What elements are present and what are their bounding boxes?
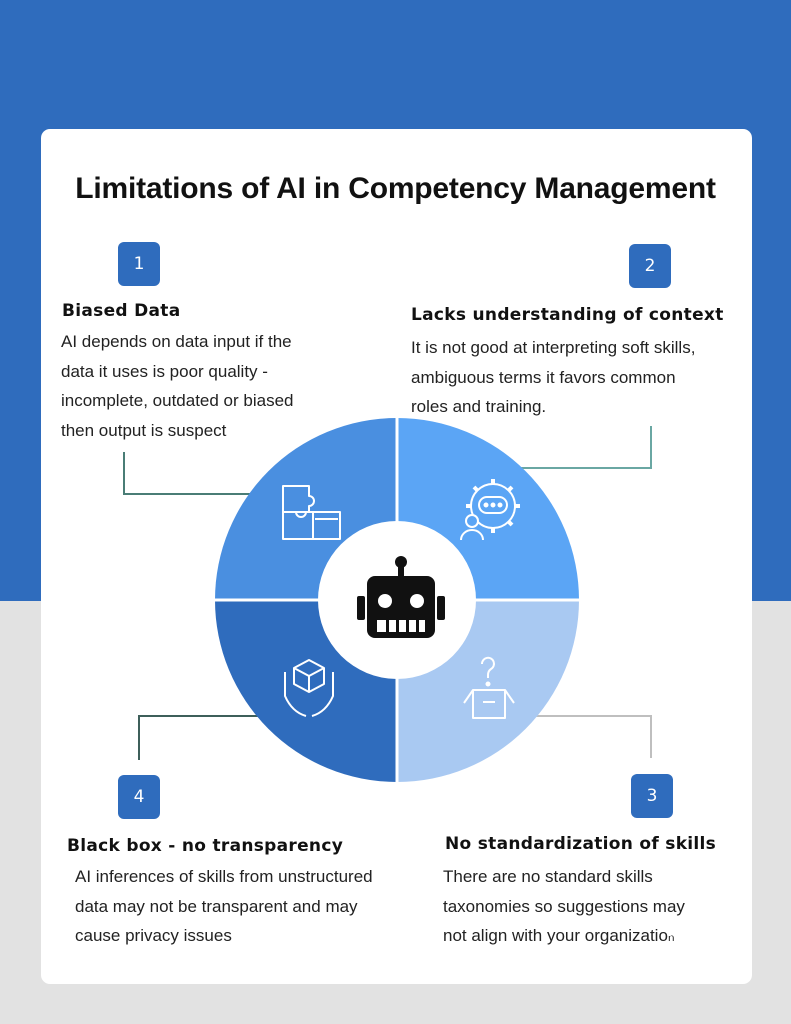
item-heading-3: No standardization of skills — [445, 834, 717, 854]
item-body-4-line: AI inferences of skills from unstructure… — [75, 867, 373, 886]
item-body-1-line: AI depends on data input if the — [61, 332, 292, 351]
connector-line-3 — [520, 715, 652, 758]
item-body-4-line: data may not be transparent and may — [75, 896, 358, 916]
item-body-2-line: It is not good at interpreting soft skil… — [411, 338, 696, 357]
item-body-3-line: There are no standard skills — [443, 867, 653, 886]
connector-line-1 — [123, 452, 256, 495]
item-body-2-line: ambiguous terms it favors common — [411, 367, 676, 387]
item-heading-1: Biased Data — [62, 301, 181, 321]
connector-line-2 — [520, 426, 652, 469]
item-body-2-line: roles and training. — [411, 397, 547, 416]
item-body-1: AI depends on data input if the data it … — [61, 327, 294, 445]
robot-icon — [357, 556, 445, 638]
puzzle-icon — [282, 485, 341, 540]
item-body-4: AI inferences of skills from unstructure… — [75, 862, 373, 951]
page-title: Limitations of AI in Competency Manageme… — [75, 172, 716, 205]
item-body-1-line: then output is suspect — [61, 420, 227, 440]
gear-chat-person-icon — [460, 479, 520, 541]
step-badge-1: 1 — [118, 242, 160, 286]
item-body-3-line: taxonomies so suggestions may — [443, 896, 685, 916]
item-body-1-line: data it uses is poor quality - — [61, 361, 268, 381]
step-badge-2: 2 — [629, 244, 671, 288]
item-body-3: There are no standard skills taxonomies … — [443, 862, 685, 951]
item-body-4-line: cause privacy issues — [75, 926, 232, 945]
question-box-icon — [463, 656, 515, 719]
item-body-2: It is not good at interpreting soft skil… — [411, 333, 695, 422]
hands-box-icon — [284, 659, 334, 717]
item-body-1-line: incomplete, outdated or biased — [61, 391, 294, 410]
step-badge-4: 4 — [118, 775, 160, 819]
item-heading-2: Lacks understanding of context — [411, 305, 724, 325]
connector-line-4 — [138, 715, 270, 760]
item-heading-4: Black box - no transparency — [67, 836, 344, 856]
item-body-3-line: not align with your organizatioₙ — [443, 926, 675, 945]
step-badge-3: 3 — [631, 774, 673, 818]
